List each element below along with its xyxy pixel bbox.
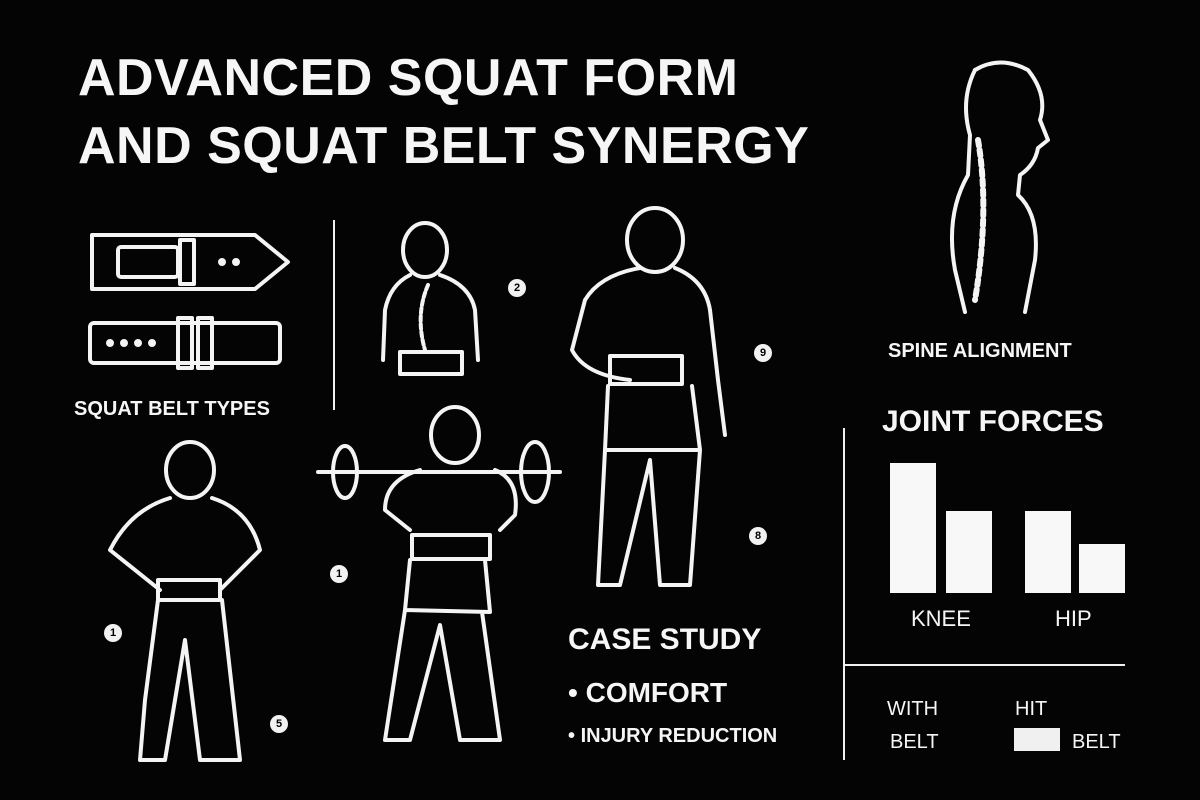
case-study-bullet: • INJURY REDUCTION (568, 725, 778, 747)
title-line-1: ADVANCED SQUAT FORM (78, 49, 739, 107)
bar-knee-with-belt (890, 463, 936, 593)
bullet-text: INJURY REDUCTION (580, 725, 778, 747)
legend-hit-line2: BELT (1072, 731, 1121, 753)
belt-types-label: SQUAT BELT TYPES (74, 398, 270, 420)
step-badge: 1 (104, 624, 122, 642)
chart-title: JOINT FORCES (882, 405, 1104, 438)
spine-profile-icon (949, 60, 1050, 314)
bar-knee-hit-belt (946, 511, 992, 593)
category-label-hip: HIP (1055, 606, 1092, 631)
bullet-text: COMFORT (585, 677, 728, 708)
divider-vertical (333, 220, 335, 410)
bar-hip-hit-belt (1079, 543, 1125, 593)
legend-hit-line1: HIT (1015, 698, 1048, 720)
legend-with-line2: BELT (890, 731, 939, 753)
title-line-2: AND SQUAT BELT SYNERGY (78, 117, 810, 175)
hands-on-hips-figure-icon (108, 440, 262, 762)
chart-axis-vertical (843, 428, 845, 760)
step-badge: 5 (270, 715, 288, 733)
step-badge: 1 (330, 565, 348, 583)
torso-spine-icon (381, 221, 480, 376)
legend-swatch (1014, 728, 1060, 751)
squat-barbell-figure-icon (316, 405, 562, 742)
case-study-bullet: • COMFORT (568, 677, 728, 708)
standing-figure-icon (570, 206, 727, 587)
bar-hip-with-belt (1025, 511, 1071, 593)
legend-with-line1: WITH (887, 698, 939, 720)
belt-icon (90, 233, 290, 291)
category-label-knee: KNEE (911, 606, 971, 631)
spine-alignment-label: SPINE ALIGNMENT (888, 340, 1072, 362)
chart-divider (843, 664, 1125, 666)
step-badge: 9 (754, 344, 772, 362)
step-badge: 8 (749, 527, 767, 545)
step-badge: 2 (508, 279, 526, 297)
belt-icon (88, 316, 282, 370)
case-study-heading: CASE STUDY (568, 623, 762, 656)
